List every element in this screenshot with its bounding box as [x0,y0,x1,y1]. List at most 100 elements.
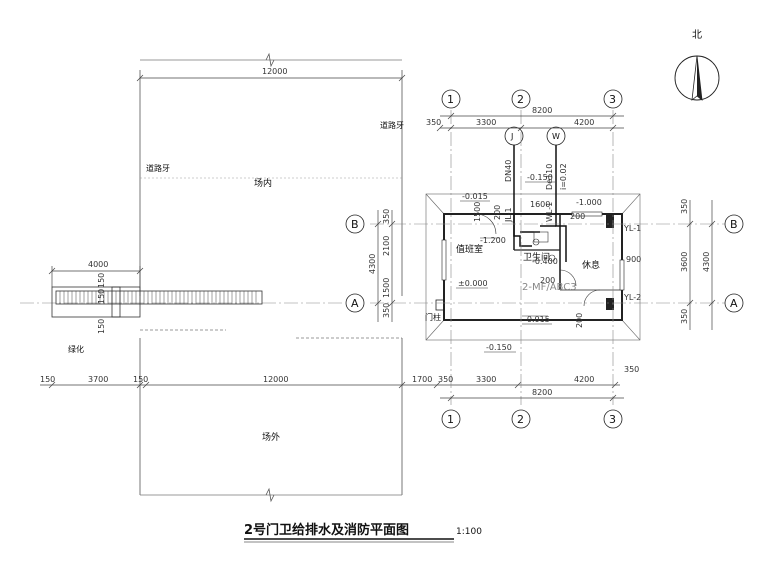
label-jl-tag: JL-1 [504,207,513,223]
dim-gate-d1: 150 [97,289,106,304]
label-riser-1: YL-1 [623,224,641,233]
label-j-symbol: J [510,132,513,141]
drawing-scale: 1:100 [456,527,482,537]
dim-left-d1: 350 [382,209,391,224]
label-toilet: 卫生间 [523,251,550,263]
dim-left-d4: 1500 [382,278,391,298]
elevation-8: -1.200 [480,236,506,245]
elevation-6: -0.015 [524,315,550,324]
axis-label: 2 [517,413,524,426]
label-site-outside: 场外 [262,431,280,443]
dim-inner-b: 200 [493,205,502,220]
site-dimension-top [136,74,406,82]
axis-bubble-right-b: B [724,214,744,234]
meter-w-icon: W [546,126,566,146]
drawing-title: 2号门卫给排水及消防平面图 [244,522,409,538]
label-rest: 休息 [582,259,600,271]
label-curb-top: 道路牙 [380,120,404,130]
axis-label: B [730,218,738,231]
dim-gate-width: 4000 [88,260,108,269]
dim-top-seg1: 3300 [476,118,496,127]
label-w-symbol: W [552,132,560,141]
dim-right-d2: 3600 [680,252,689,272]
label-dn-w: De110 [545,164,554,190]
label-i-slope: i=0.02 [559,163,568,190]
axis-bubble-top-2: 2 [511,89,531,109]
dim-gate-d2: 150 [97,273,106,288]
elevation-4: ±0.000 [458,279,488,288]
axis-bubble-bottom-1: 1 [441,409,461,429]
gate-dimension [48,266,144,287]
axis-bubble-left-b: B [345,214,365,234]
dim-bottom-seg1: 3300 [476,375,496,384]
label-site-inside: 场内 [254,177,272,189]
building-dimension-bottom [440,394,624,402]
label-extinguisher: 2-MF/ABC3 [522,282,577,293]
road-curb-dashes [140,329,402,339]
dim-top-left-ext: 350 [426,118,441,127]
site-boundary [139,52,403,503]
building-dimension-right [686,200,716,330]
sliding-gate [51,286,263,318]
dim-right-d3: 4300 [702,252,711,272]
elevation-3: -1.000 [576,198,602,207]
dim-bottom-site-main: 12000 [263,375,288,384]
axis-bubble-top-3: 3 [603,89,623,109]
label-dn-j: DN40 [504,160,513,182]
dim-right-d1: 350 [680,199,689,214]
elevation-marks [456,181,555,353]
axis-label: 3 [609,413,616,426]
dim-left-d5: 350 [382,303,391,318]
dim-inner-e: 900 [626,255,641,264]
title-underline [244,538,454,543]
dim-top-site: 12000 [262,67,287,76]
dim-bottom-side: 1700 [412,375,432,384]
dim-bottom-site-b: 3700 [88,375,108,384]
axis-bubble-left-a: A [345,293,365,313]
dim-left-d2: 2100 [382,236,391,256]
dim-bottom-left-ext: 350 [438,375,453,384]
label-duty-room: 值班室 [456,243,483,255]
pipe-details [480,231,556,317]
label-riser-2: YL-2 [623,293,641,302]
building-dimension-top [436,112,624,132]
site-dimension-bottom [40,381,620,389]
water-pipes [513,140,567,262]
label-curb-left: 道路牙 [146,163,170,173]
dim-inner-d: 200 [540,276,555,285]
elevation-1: -0.015 [462,192,488,201]
dim-bottom-total: 8200 [532,388,552,397]
axis-bubble-right-a: A [724,293,744,313]
dim-inner-a: 1600 [530,200,550,209]
axis-label: A [730,297,738,310]
elevation-5: -0.400 [532,257,558,266]
axis-label: 1 [447,93,454,106]
meter-j-icon: J [504,126,524,146]
axis-bubble-top-1: 1 [441,89,461,109]
axis-bubble-bottom-2: 2 [511,409,531,429]
dim-bottom-right-ext: 350 [624,365,639,374]
dim-right-d4: 350 [680,309,689,324]
axis-bubble-bottom-3: 3 [603,409,623,429]
dim-bottom-seg2: 4200 [574,375,594,384]
axis-label: B [351,218,359,231]
north-label: 北 [692,29,702,41]
elevation-2: -0.150 [527,173,553,182]
axis-label: A [351,297,359,310]
dim-left-d3: 4300 [368,254,377,274]
dim-inner-g: 1500 [473,202,482,222]
label-wl-tag: WL-1 [545,202,554,222]
label-greening: 绿化 [68,344,84,354]
elevation-7: -0.150 [486,343,512,352]
dim-top-total: 8200 [532,106,552,115]
dim-inner-f: 200 [575,313,584,328]
dim-inner-c: 200 [570,212,585,221]
label-gate-post: 门柱 [425,312,441,322]
axis-label: 1 [447,413,454,426]
axis-label: 2 [517,93,524,106]
dim-gate-d3: 150 [97,319,106,334]
north-arrow-icon [674,55,720,101]
building-dimension-left [374,210,396,322]
